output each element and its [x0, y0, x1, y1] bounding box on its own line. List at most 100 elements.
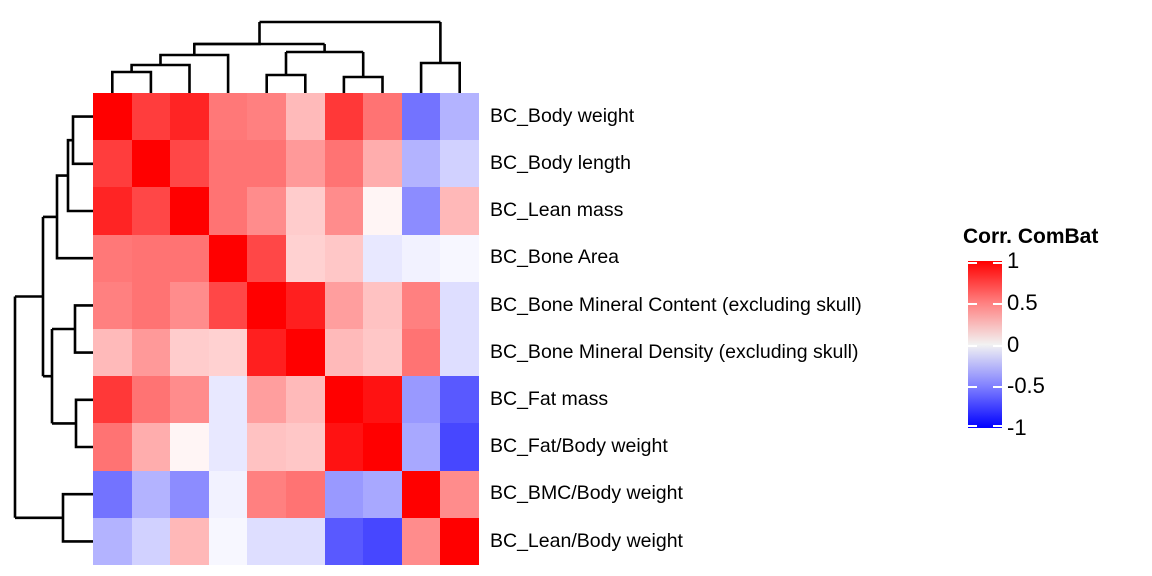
heatmap-cell — [324, 376, 364, 424]
heatmap-cell — [247, 187, 286, 235]
heatmap-cell — [285, 517, 325, 565]
heatmap-cell — [363, 93, 402, 141]
heatmap-cell — [170, 376, 209, 424]
heatmap-cell — [247, 234, 286, 282]
heatmap-cell — [93, 423, 132, 471]
heatmap-cell — [324, 423, 364, 471]
row-label: BC_Fat mass — [490, 388, 609, 411]
legend-tick-mark — [968, 386, 977, 389]
heatmap-cell — [93, 281, 132, 329]
heatmap-cell — [131, 234, 171, 282]
row-label: BC_Lean mass — [490, 199, 624, 222]
heatmap-cell — [440, 376, 479, 424]
heatmap-cell — [170, 93, 209, 141]
heatmap-cell — [93, 376, 132, 424]
legend-tick-mark — [968, 302, 977, 305]
heatmap-cell — [285, 423, 325, 471]
heatmap-cell — [324, 517, 364, 565]
heatmap-cell — [401, 140, 441, 188]
legend-tick-label: 1 — [1007, 248, 1020, 273]
heatmap-cell — [324, 140, 364, 188]
heatmap-cell — [247, 140, 286, 188]
legend-tick-mark — [968, 262, 977, 264]
heatmap-cell — [170, 187, 209, 235]
heatmap-cell — [170, 140, 209, 188]
legend-tick-mark — [993, 425, 1002, 427]
heatmap-cell — [440, 423, 479, 471]
heatmap-cell — [324, 281, 364, 329]
heatmap-cell — [93, 517, 132, 565]
legend-tick-label: 0 — [1007, 331, 1020, 357]
heatmap-cell — [208, 329, 248, 377]
heatmap-cell — [440, 470, 479, 518]
legend-tick-mark — [968, 344, 977, 347]
heatmap-cell — [363, 281, 402, 329]
heatmap-cell — [440, 234, 479, 282]
heatmap-cell — [363, 423, 402, 471]
legend-tick-label: 0.5 — [1007, 289, 1038, 315]
heatmap-cell — [285, 376, 325, 424]
heatmap-cell — [247, 93, 286, 141]
heatmap-cell — [208, 423, 248, 471]
heatmap-cell — [440, 329, 479, 377]
heatmap-cell — [401, 423, 441, 471]
row-label: BC_BMC/Body weight — [490, 482, 683, 505]
heatmap-cell — [285, 140, 325, 188]
heatmap-cell — [131, 470, 171, 518]
heatmap-grid — [93, 93, 479, 565]
heatmap-cell — [363, 329, 402, 377]
heatmap-cell — [440, 517, 479, 565]
heatmap-cell — [93, 234, 132, 282]
heatmap-cell — [401, 281, 441, 329]
heatmap-cell — [170, 234, 209, 282]
heatmap-cell — [247, 376, 286, 424]
heatmap-cell — [170, 329, 209, 377]
heatmap-cell — [93, 329, 132, 377]
heatmap-cell — [440, 140, 479, 188]
heatmap-cell — [401, 187, 441, 235]
heatmap-cell — [131, 329, 171, 377]
heatmap-cell — [363, 470, 402, 518]
row-label: BC_Bone Mineral Density (excluding skull… — [490, 340, 859, 363]
heatmap-cell — [131, 376, 171, 424]
legend-tick-label: -1 — [1007, 415, 1027, 440]
heatmap-cell — [324, 187, 364, 235]
heatmap-cell — [401, 329, 441, 377]
heatmap-cell — [208, 234, 248, 282]
heatmap-cell — [208, 376, 248, 424]
heatmap-cell — [401, 470, 441, 518]
heatmap-cell — [401, 517, 441, 565]
heatmap-cell — [401, 376, 441, 424]
heatmap-cell — [208, 93, 248, 141]
legend-tick-mark — [993, 262, 1002, 264]
heatmap-cell — [363, 234, 402, 282]
heatmap-cell — [131, 93, 171, 141]
heatmap-cell — [247, 470, 286, 518]
heatmap-cell — [93, 93, 132, 141]
heatmap-cell — [170, 470, 209, 518]
heatmap-cell — [247, 281, 286, 329]
heatmap-cell — [247, 423, 286, 471]
row-label: BC_Fat/Body weight — [490, 435, 668, 458]
heatmap-cell — [208, 517, 248, 565]
heatmap-cell — [131, 517, 171, 565]
heatmap-cell — [363, 140, 402, 188]
heatmap-cell — [285, 329, 325, 377]
row-label: BC_Lean/Body weight — [490, 529, 683, 552]
heatmap-cell — [208, 281, 248, 329]
heatmap-cell — [285, 281, 325, 329]
heatmap-cell — [401, 234, 441, 282]
heatmap-cell — [363, 517, 402, 565]
heatmap-cell — [131, 187, 171, 235]
heatmap-cell — [93, 187, 132, 235]
heatmap-cell — [363, 187, 402, 235]
heatmap-cell — [131, 140, 171, 188]
heatmap-cell — [363, 376, 402, 424]
heatmap-cell — [440, 281, 479, 329]
row-label: BC_Bone Area — [490, 246, 620, 269]
legend-colorbar-ticks — [968, 261, 1002, 428]
